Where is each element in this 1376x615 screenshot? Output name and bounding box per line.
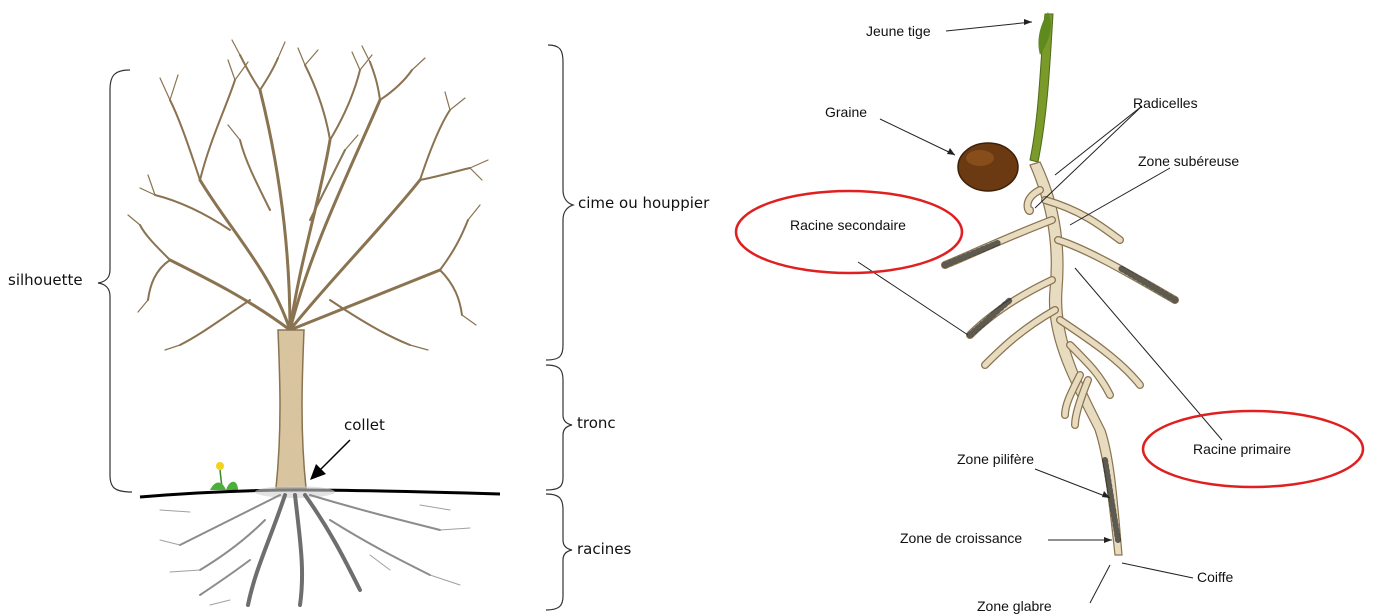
- label-secondary-root: Racine secondaire: [790, 218, 906, 232]
- label-smooth-zone: Zone glabre: [977, 599, 1052, 613]
- label-rootlets: Radicelles: [1133, 96, 1198, 110]
- label-seed: Graine: [825, 105, 867, 119]
- label-root-cap: Coiffe: [1197, 570, 1233, 584]
- label-growth-zone: Zone de croissance: [900, 531, 1022, 545]
- label-corky-zone: Zone subéreuse: [1138, 154, 1239, 168]
- label-young-stem: Jeune tige: [866, 24, 931, 38]
- label-hair-zone: Zone pilifère: [957, 452, 1034, 466]
- seed: [958, 143, 1018, 191]
- secondary-roots: [945, 190, 1175, 540]
- label-primary-root: Racine primaire: [1193, 442, 1291, 456]
